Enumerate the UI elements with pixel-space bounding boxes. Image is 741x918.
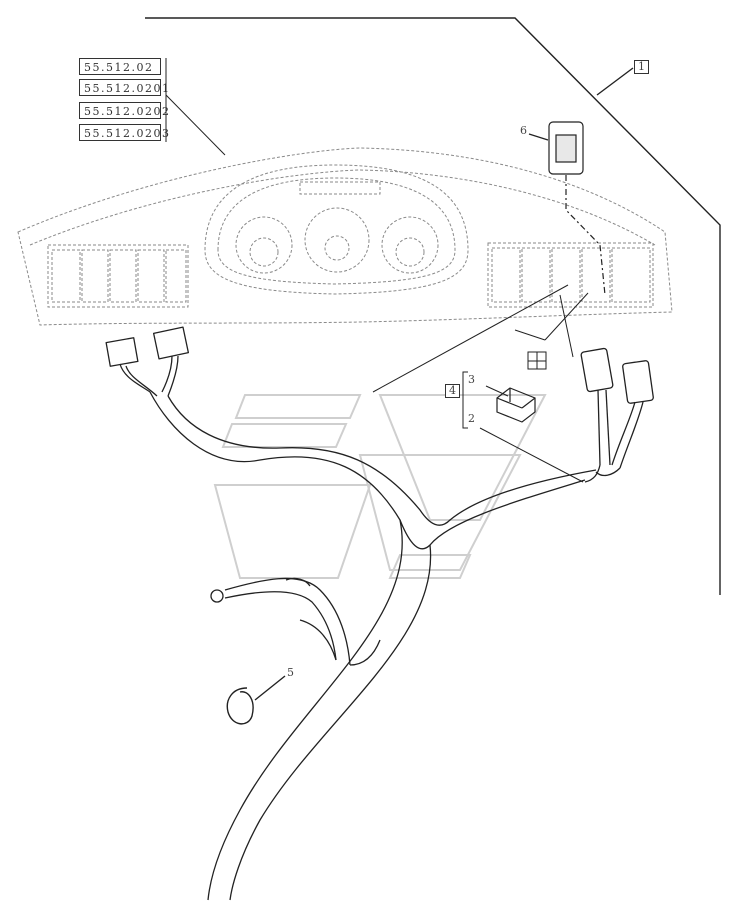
reference-55-512-02: 55.512.02 [79, 58, 161, 75]
callout-1: 1 [634, 60, 649, 74]
connector-leaders [372, 284, 589, 393]
reference-55-512-0202: 55.512.0202 [79, 102, 169, 119]
reference-leader [165, 58, 226, 156]
watermark-logo [213, 394, 547, 579]
item-5-clip [226, 675, 286, 725]
callout-4: 4 [445, 384, 460, 398]
item-2-3-bracket [462, 371, 584, 483]
wiring-harness [105, 326, 654, 901]
callout-3: 3 [468, 373, 475, 386]
reference-55-512-0201: 55.512.0201 [79, 79, 169, 96]
callout-5: 5 [287, 666, 294, 679]
item-6-switch [528, 121, 606, 296]
item-3-switch [496, 387, 536, 423]
callout-6: 6 [520, 124, 527, 137]
item-1-leader [145, 17, 721, 595]
reference-55-512-0203: 55.512.0203 [79, 124, 169, 141]
callout-2: 2 [468, 412, 475, 425]
dashboard-panel [17, 147, 673, 326]
